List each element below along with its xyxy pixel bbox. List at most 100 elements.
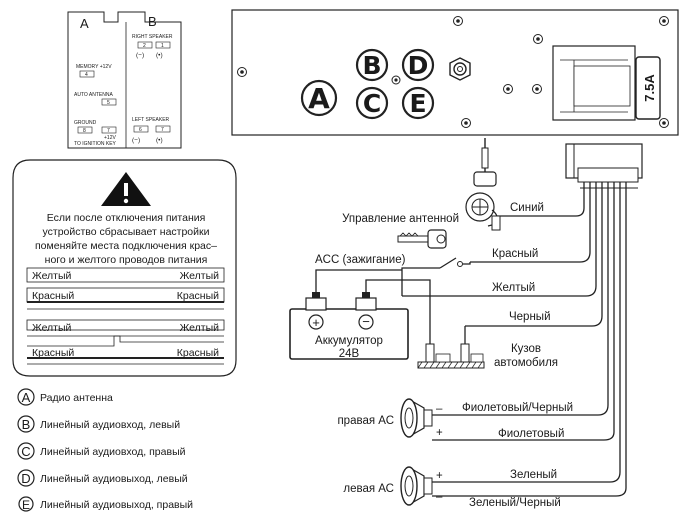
head-unit: A B C D E 7.5A bbox=[231, 9, 679, 136]
jack-c-label: C bbox=[363, 89, 381, 118]
warning-box: Если после отключения питания устройство… bbox=[12, 159, 237, 377]
legend-item-b: B Линейный аудиовход, левый bbox=[17, 415, 180, 433]
antenna-control-label: Управление антенной bbox=[342, 213, 459, 225]
ignition-label-a: +12V bbox=[104, 135, 116, 141]
jack-a-label: A bbox=[308, 82, 330, 115]
fuse-rating: 7.5A bbox=[642, 74, 657, 102]
legend-letter-e: E bbox=[22, 498, 30, 512]
table2-row2-right: Красный bbox=[177, 347, 219, 359]
wire-table-normal: Желтый Желтый Красный Красный bbox=[26, 267, 225, 310]
jack-d-label: D bbox=[408, 51, 429, 80]
table1-row1-right: Желтый bbox=[180, 270, 220, 282]
auto-antenna-label: AUTO ANTENNA bbox=[74, 92, 113, 98]
ground-pin: 8 bbox=[83, 128, 86, 134]
car-body-ground bbox=[417, 326, 485, 369]
antenna-socket-icon bbox=[449, 57, 471, 81]
legend-text-a: Радио антенна bbox=[40, 392, 113, 404]
legend-text-d: Линейный аудиовыход, левый bbox=[40, 473, 188, 485]
acc-label: ACC (зажигание) bbox=[315, 254, 406, 266]
ignition-key-icon bbox=[397, 229, 447, 249]
right-speaker-minus: – bbox=[436, 403, 443, 415]
left-speaker-plus: + bbox=[436, 470, 443, 482]
right-speaker-plus: + bbox=[436, 427, 443, 439]
left-speaker-minus: – bbox=[436, 491, 443, 503]
left-speaker-label: LEFT SPEAKER bbox=[132, 117, 170, 123]
screw-icon bbox=[503, 84, 513, 94]
legend-text-b: Линейный аудиовход, левый bbox=[40, 419, 180, 431]
right-plus-symbol: (•) bbox=[156, 52, 163, 59]
black-wire-label: Черный bbox=[509, 311, 551, 323]
iso-connector-block bbox=[552, 45, 636, 121]
green-black-wire-label: Зеленый/Черный bbox=[469, 497, 561, 509]
jack-e-label: E bbox=[409, 89, 426, 118]
warning-line-2: устройство сбрасывает настройки bbox=[43, 226, 210, 238]
antenna-plug-icon bbox=[465, 138, 501, 231]
right-speaker-label: RIGHT SPEAKER bbox=[132, 34, 173, 40]
ignition-pin: 7 bbox=[107, 128, 110, 134]
violet-wire-label: Фиолетовый bbox=[498, 428, 564, 440]
violet-black-wire-label: Фиолетовый/Черный bbox=[462, 402, 573, 414]
left-speaker-pin-minus: 6 bbox=[139, 127, 142, 133]
ground-label: GROUND bbox=[74, 120, 97, 126]
legend-item-c: C Линейный аудиовход, правый bbox=[17, 442, 186, 460]
ignition-label-b: TO IGNITION KEY bbox=[74, 141, 117, 147]
legend-text-e: Линейный аудиовыход, правый bbox=[40, 499, 193, 511]
legend-item-a: A Радио антенна bbox=[17, 388, 113, 406]
screw-icon bbox=[532, 84, 542, 94]
legend-letter-b: B bbox=[22, 417, 31, 432]
left-speaker-label: левая АС bbox=[343, 483, 394, 495]
screw-icon bbox=[237, 67, 247, 77]
legend-item-d: D Линейный аудиовыход, левый bbox=[17, 469, 188, 487]
red-wire-label: Красный bbox=[492, 248, 538, 260]
memory-label: MEMORY +12V bbox=[76, 64, 112, 70]
screw-icon bbox=[533, 34, 543, 44]
column-b-label: B bbox=[148, 14, 157, 29]
left-speaker-pin-plus: 7 bbox=[161, 127, 164, 133]
fuse: 7.5A bbox=[635, 56, 661, 120]
car-body-label-2: автомобиля bbox=[494, 357, 558, 369]
right-speaker-icon bbox=[400, 398, 433, 438]
warning-line-4: ного и желтого проводов питания bbox=[45, 254, 208, 266]
column-a-label: A bbox=[80, 16, 89, 31]
yellow-wire-label: Желтый bbox=[492, 282, 535, 294]
battery-label: Аккумулятор bbox=[315, 335, 383, 347]
blue-wire-label: Синий bbox=[510, 202, 544, 214]
memory-pin: 4 bbox=[85, 72, 88, 78]
jack-b-label: B bbox=[362, 51, 381, 80]
screw-icon bbox=[659, 16, 669, 26]
auto-antenna-pin: 5 bbox=[107, 100, 110, 106]
legend-item-e: E Линейный аудиовыход, правый bbox=[18, 496, 193, 512]
screw-icon bbox=[461, 118, 471, 128]
left-speaker-icon bbox=[400, 466, 433, 506]
jack-legend: A Радио антенна B Линейный аудиовход, ле… bbox=[17, 388, 193, 512]
legend-letter-d: D bbox=[21, 471, 30, 486]
screw-icon bbox=[391, 75, 401, 85]
green-wire-label: Зеленый bbox=[510, 469, 557, 481]
battery-minus-sign: − bbox=[362, 314, 370, 329]
legend-letter-a: A bbox=[22, 390, 31, 405]
screw-icon bbox=[453, 16, 463, 26]
table2-row2-left: Красный bbox=[32, 347, 74, 359]
table2-row1-left: Желтый bbox=[32, 322, 72, 334]
table2-row1-right: Желтый bbox=[180, 322, 220, 334]
left-minus-symbol: (−) bbox=[132, 137, 140, 144]
wiring-harness: + − Аккумулятор 24В bbox=[289, 138, 643, 506]
table1-row1-left: Желтый bbox=[32, 270, 72, 282]
legend-letter-c: C bbox=[21, 444, 30, 459]
warning-line-3: поменяйте места подключения крас– bbox=[35, 240, 217, 252]
wire-table-swapped: Желтый Желтый Красный Красный bbox=[26, 319, 225, 365]
battery-plus-sign: + bbox=[312, 315, 320, 330]
left-plus-symbol: (•) bbox=[156, 137, 163, 144]
car-body-label-1: Кузов bbox=[511, 343, 541, 355]
right-minus-symbol: (−) bbox=[136, 52, 144, 59]
warning-line-1: Если после отключения питания bbox=[47, 212, 206, 224]
connector-pinout-panel: A B MEMORY +12V 4 AUTO ANTENNA 5 GROUND … bbox=[67, 11, 182, 149]
right-speaker-label: правая АС bbox=[337, 415, 394, 427]
legend-text-c: Линейный аудиовход, правый bbox=[40, 446, 186, 458]
right-speaker-pin-plus: 1 bbox=[161, 43, 164, 49]
table1-row2-right: Красный bbox=[177, 290, 219, 302]
screw-icon bbox=[659, 118, 669, 128]
acc-switch-icon bbox=[401, 257, 471, 296]
battery: + − Аккумулятор 24В bbox=[289, 269, 431, 360]
